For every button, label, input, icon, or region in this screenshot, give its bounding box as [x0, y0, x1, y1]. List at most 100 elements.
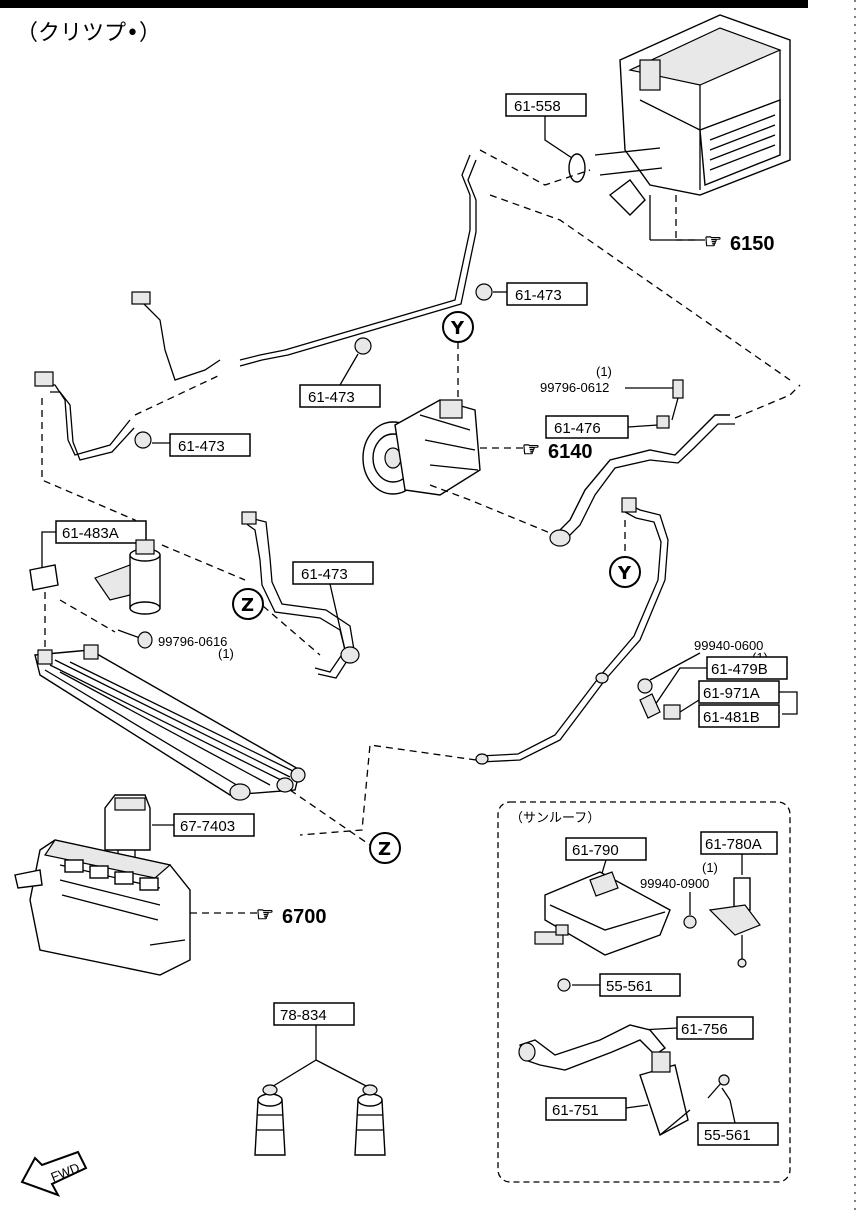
- drier-bracket[interactable]: [29, 564, 59, 591]
- part-box-61-473-d[interactable]: [292, 561, 374, 585]
- leader-61-473-b: [339, 353, 359, 386]
- discharge-hose-b: [564, 423, 735, 541]
- receiver-drier[interactable]: [94, 539, 161, 615]
- leader-78-834: [269, 1025, 371, 1089]
- pipe-upper-b: [239, 159, 477, 367]
- sunroof-hose-61-756[interactable]: [518, 1024, 667, 1071]
- sunroof-switch-61-751[interactable]: [639, 1051, 691, 1137]
- part-box-61-473-a[interactable]: [506, 282, 588, 306]
- nut-99940-0600[interactable]: [637, 678, 653, 694]
- pipe-z-fitting[interactable]: [241, 511, 257, 525]
- part-label-6140[interactable]: 6140: [548, 441, 593, 463]
- pressure-switch[interactable]: [663, 704, 681, 720]
- part-label-78-834: 78-834: [280, 1007, 327, 1024]
- marker-z-top: [232, 588, 264, 620]
- dash-hose-right: [734, 384, 801, 419]
- part-label-99796-0616[interactable]: 99796-0616: [158, 634, 227, 649]
- part-label-61-473-a: 61-473: [515, 287, 562, 304]
- part-label-61-476: 61-476: [554, 420, 601, 437]
- pipe-z-b: [249, 517, 355, 679]
- part-label-99940-0900[interactable]: 99940-0900: [640, 876, 709, 891]
- expansion-valve-seal[interactable]: [568, 153, 586, 183]
- part-label-61-780A: 61-780A: [705, 836, 762, 853]
- part-label-6700[interactable]: 6700: [282, 906, 327, 928]
- sunroof-title: （サンルーフ）: [510, 810, 600, 825]
- fwd-arrow-icon: [20, 1150, 88, 1197]
- hose-fitting-compressor[interactable]: [549, 529, 571, 547]
- part-box-55-561-b[interactable]: [697, 1122, 779, 1146]
- sunroof-switch-61-780A[interactable]: [708, 877, 761, 968]
- clip-61-473-d[interactable]: [340, 646, 360, 664]
- part-box-61-473-b[interactable]: [299, 384, 381, 408]
- part-box-61-558[interactable]: [505, 93, 587, 117]
- refrigerant-can-right[interactable]: [354, 1084, 386, 1156]
- part-label-61-756: 61-756: [681, 1021, 728, 1038]
- pipe-z: [244, 519, 346, 673]
- part-label-99940-0600[interactable]: 99940-0600: [694, 638, 763, 653]
- marker-y-bottom: [609, 556, 641, 588]
- evaporator-unit[interactable]: [594, 14, 791, 241]
- part-label-55-561-b: 55-561: [704, 1127, 751, 1144]
- part-label-99796-0612[interactable]: 99796-0612: [540, 380, 609, 395]
- part-label-61-481B: 61-481B: [703, 709, 760, 726]
- leader-99940-0600: [649, 652, 701, 681]
- dash-z-pipe: [262, 605, 321, 656]
- part-box-78-834[interactable]: [273, 1002, 355, 1026]
- arrow-icon-6140: ☞: [522, 439, 540, 461]
- pipe-fitting-left[interactable]: [34, 371, 54, 387]
- nut-99940-0900[interactable]: [683, 915, 697, 929]
- clip-61-473-a[interactable]: [475, 283, 493, 301]
- liquid-line-joint[interactable]: [595, 672, 609, 684]
- dash-compressor-1: [429, 484, 556, 536]
- compressor[interactable]: [362, 399, 481, 496]
- top-border: [0, 0, 808, 8]
- marker-z-bottom-label: Z: [378, 839, 391, 860]
- liquid-line-joint-b[interactable]: [475, 753, 489, 765]
- condenser[interactable]: [34, 644, 306, 801]
- wire-sensor: [139, 299, 221, 381]
- part-label-6150[interactable]: 6150: [730, 233, 775, 255]
- bracket-61-479B[interactable]: [639, 693, 661, 719]
- leader-61-473-d: [329, 583, 346, 651]
- arrow-icon-6700: ☞: [256, 904, 274, 926]
- sensor-connector[interactable]: [131, 291, 151, 305]
- part-label-61-483A: 61-483A: [62, 525, 119, 542]
- part-label-61-479B: 61-479B: [711, 661, 768, 678]
- sunroof-control-module[interactable]: [534, 871, 671, 956]
- dash-upper-2: [489, 194, 791, 381]
- leader-61-971A: [679, 699, 700, 713]
- part-label-61-971A: 61-971A: [703, 685, 760, 702]
- bracket-line-971A-481B: [779, 691, 798, 715]
- dash-drier: [161, 544, 246, 581]
- part-label-61-790: 61-790: [572, 842, 619, 859]
- screw-55-561-a[interactable]: [557, 978, 571, 992]
- part-label-61-751: 61-751: [552, 1102, 599, 1119]
- liquid-line: [479, 504, 669, 763]
- bolt-99796-0616[interactable]: [117, 629, 153, 649]
- part-box-61-751[interactable]: [545, 1097, 627, 1121]
- part-box-61-473-c[interactable]: [169, 433, 251, 457]
- clip-61-473-b[interactable]: [354, 337, 372, 355]
- qty-99940-0900: (1): [702, 860, 718, 875]
- part-box-61-481B[interactable]: [698, 704, 780, 728]
- marker-y-top-label: Y: [450, 318, 465, 339]
- clip-61-473-c[interactable]: [134, 431, 152, 449]
- marker-z-top-label: Z: [241, 595, 254, 616]
- pipe-left: [45, 384, 131, 456]
- bolt-99796-0612[interactable]: [672, 379, 684, 399]
- part-label-61-473-b: 61-473: [308, 389, 355, 406]
- part-label-55-561-a: 55-561: [606, 978, 653, 995]
- dash-upper-1: [479, 149, 591, 186]
- part-label-61-473-c: 61-473: [178, 438, 225, 455]
- climate-control-unit[interactable]: [14, 839, 191, 976]
- discharge-hose[interactable]: [554, 414, 730, 536]
- refrigerant-can-left[interactable]: [254, 1084, 286, 1156]
- bolt-shaft: [671, 397, 679, 421]
- screw-55-561-b[interactable]: [707, 1074, 730, 1099]
- part-label-61-473-d: 61-473: [301, 566, 348, 583]
- pipe-left-b: [50, 391, 135, 461]
- part-box-61-780A[interactable]: [700, 831, 778, 855]
- liquid-line-fitting[interactable]: [621, 497, 637, 513]
- pipe-upper: [239, 154, 471, 361]
- clamp-61-476[interactable]: [656, 415, 670, 429]
